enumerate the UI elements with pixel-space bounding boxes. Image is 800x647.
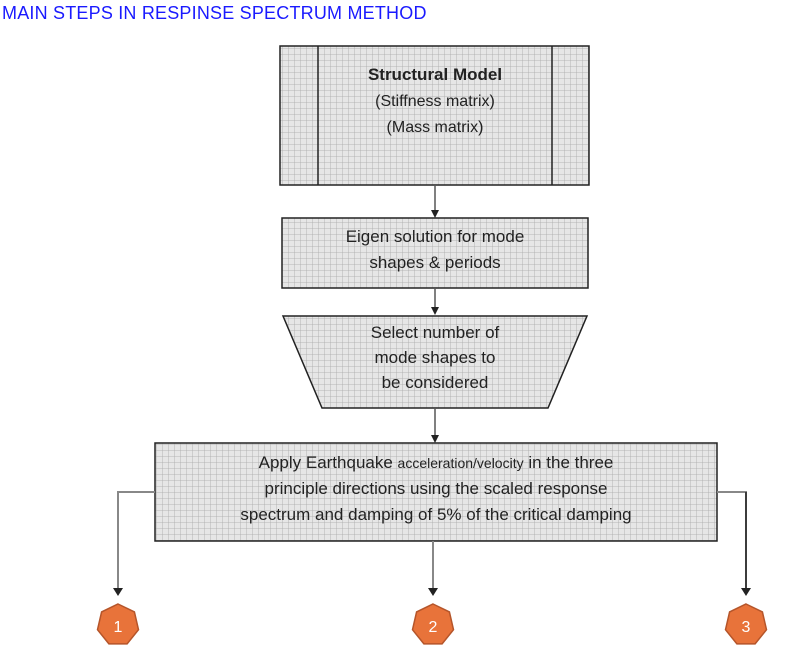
output-badge-3: 3 xyxy=(724,603,768,645)
apply-earthquake-line2: principle directions using the scaled re… xyxy=(264,479,607,498)
stiffness-matrix-label: (Stiffness matrix) xyxy=(375,93,495,110)
eigen-solution-line1: Eigen solution for mode xyxy=(346,227,525,246)
select-modes-line2: mode shapes to xyxy=(375,348,496,367)
structural-model-box: Structural Model (Stiffness matrix) (Mas… xyxy=(279,45,590,186)
output-badge-2: 2 xyxy=(411,603,455,645)
eigen-solution-line2: shapes & periods xyxy=(369,253,500,272)
eigen-solution-box: Eigen solution for mode shapes & periods xyxy=(281,217,589,289)
apply-earthquake-line1: Apply Earthquake acceleration/velocity i… xyxy=(259,453,614,472)
mass-matrix-label: (Mass matrix) xyxy=(387,119,484,136)
structural-model-label: Structural Model xyxy=(368,65,502,84)
select-modes-line1: Select number of xyxy=(371,323,500,342)
page-title: MAIN STEPS IN RESPINSE SPECTRUM METHOD xyxy=(2,3,427,23)
select-modes-trapezoid: Select number of mode shapes to be consi… xyxy=(281,315,589,409)
arrowhead-output-2 xyxy=(428,588,438,596)
arrowhead-output-3 xyxy=(741,588,751,596)
output-badge-1-label: 1 xyxy=(114,619,123,636)
output-badge-3-label: 3 xyxy=(742,619,751,636)
connector-to-output-3 xyxy=(717,491,747,591)
output-badge-1: 1 xyxy=(96,603,140,645)
apply-earthquake-line3: spectrum and damping of 5% of the critic… xyxy=(240,505,631,524)
connector-to-output-1 xyxy=(117,491,155,591)
select-modes-line3: be considered xyxy=(382,373,489,392)
apply-earthquake-box: Apply Earthquake acceleration/velocity i… xyxy=(154,442,718,542)
arrowhead-output-1 xyxy=(113,588,123,596)
output-badge-2-label: 2 xyxy=(429,619,438,636)
